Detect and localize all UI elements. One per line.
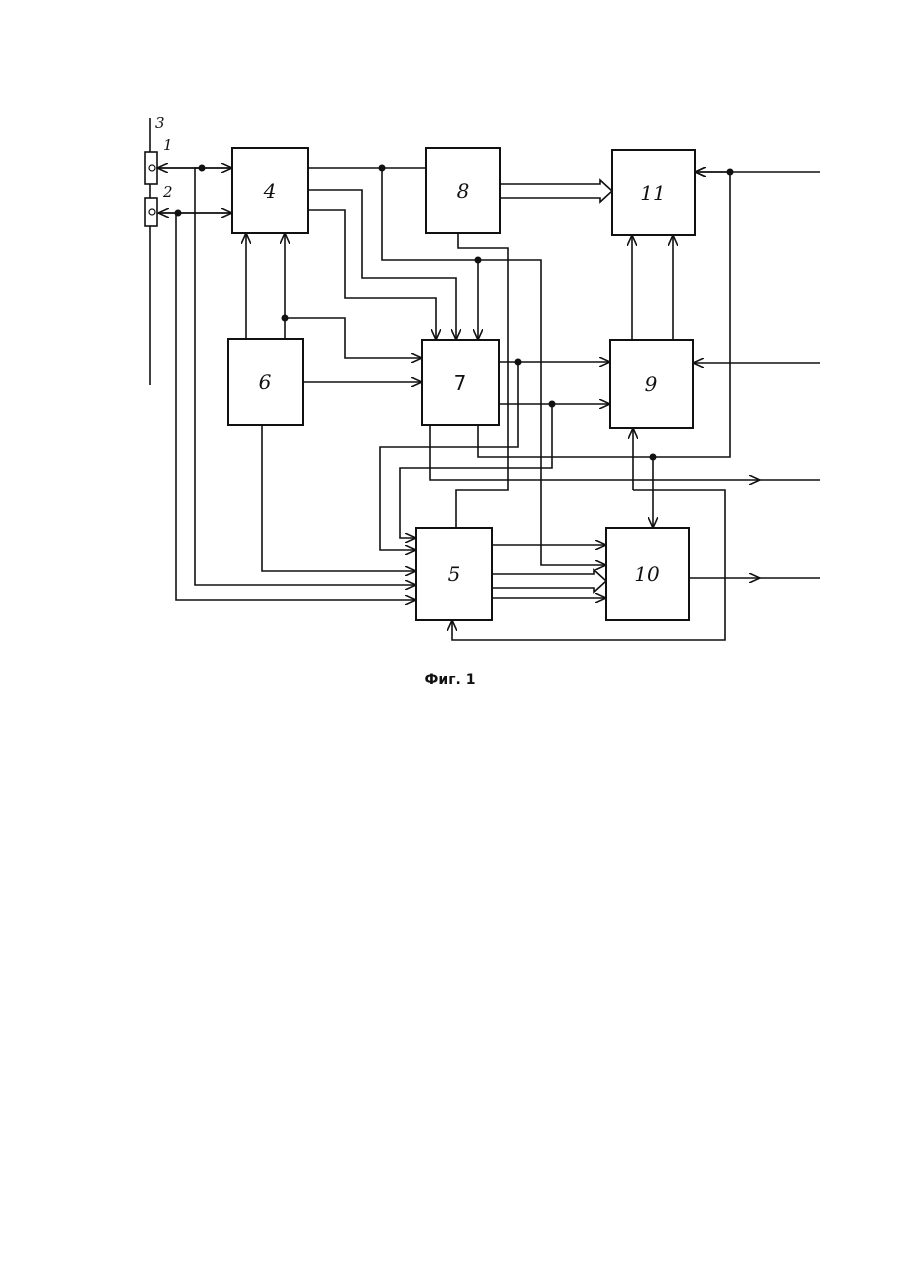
block-9-label: 9	[645, 372, 658, 396]
block-8: 8	[426, 148, 500, 233]
sensor-1: 1	[145, 136, 173, 184]
block-6: 6	[228, 339, 303, 425]
block-11: 11	[612, 150, 695, 235]
block-6-label: 6	[259, 370, 272, 394]
block-5: 5	[416, 528, 492, 620]
block-11-label: 11	[640, 181, 665, 205]
block-7: 7	[422, 340, 499, 425]
figure-caption: Фиг. 1	[0, 672, 900, 688]
sensor-2-label: 2	[162, 183, 173, 201]
sensor-1-label: 1	[163, 136, 173, 154]
block-8-label: 8	[457, 179, 470, 203]
line-3-label: 3	[155, 114, 165, 132]
block-4-label: 4	[263, 179, 277, 203]
block-5-label: 5	[448, 562, 461, 586]
block-4: 4	[232, 148, 308, 233]
block-10-label: 10	[634, 562, 660, 586]
block-7-label: 7	[454, 371, 467, 395]
sensor-2: 2	[145, 183, 173, 226]
block-10: 10	[606, 528, 689, 620]
block-9: 9	[610, 340, 693, 428]
